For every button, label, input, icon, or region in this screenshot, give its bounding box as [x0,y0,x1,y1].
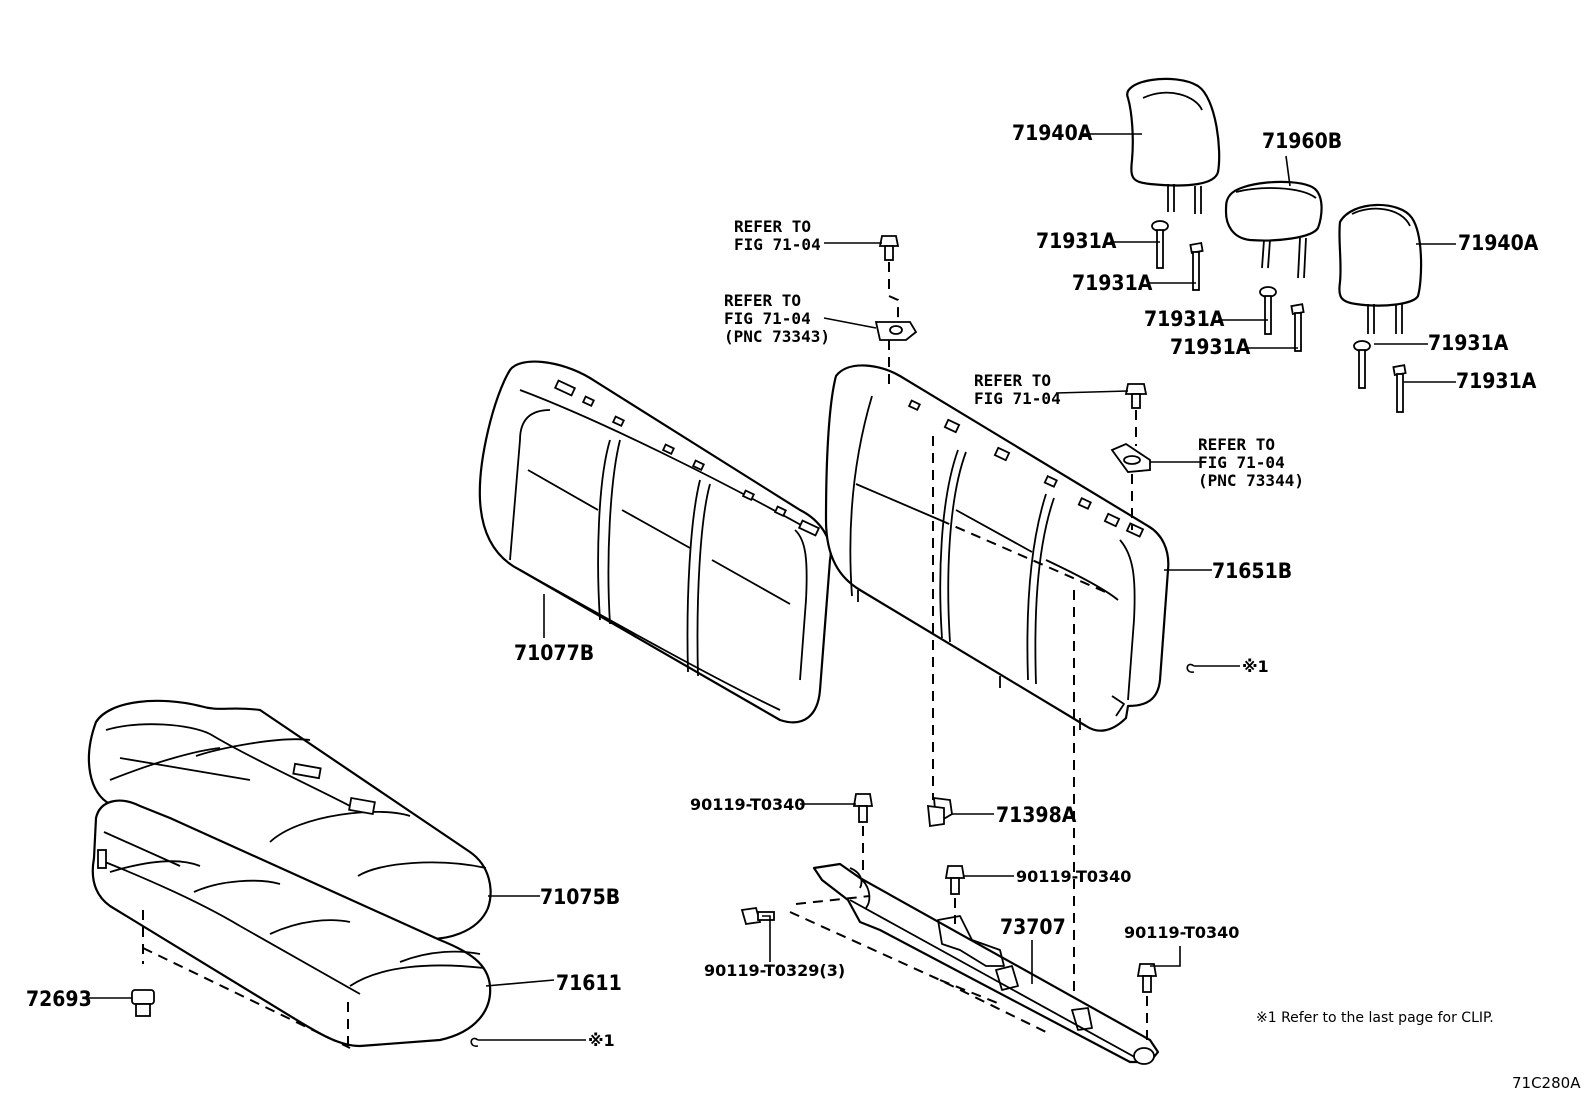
headrest-support-5 [1353,340,1371,389]
label-cushion-cover: 71075B [540,885,620,909]
ref2-line1: REFER TO [724,291,801,310]
cushion-cover [87,699,492,940]
label-headrest-center: 71960B [1262,129,1342,153]
label-support-6: 71931A [1456,369,1537,393]
ref1-line1: REFER TO [734,217,811,236]
headrest-left [1126,77,1221,214]
headrest-right [1338,203,1423,334]
label-hinge: 73707 [1000,915,1066,939]
label-headrest-left: 71940A [1012,121,1093,145]
bolt-90119-a [852,793,874,823]
clip-72693 [131,989,155,1017]
ref2-line2: FIG 71-04 [724,309,811,328]
label-seatback-cover: 71077B [514,641,594,665]
ref1-line2: FIG 71-04 [734,235,821,254]
bolt-ref-mid [1124,383,1148,409]
footnote: ※1 Refer to the last page for CLIP. [1256,1010,1494,1026]
label-bolt-a: 90119-T0340 [690,795,805,814]
label-clip-mark-2: ※1 [588,1031,615,1050]
label-support-5: 71931A [1428,331,1509,355]
label-seatback-frame: 71651B [1212,559,1292,583]
ref4-line1: REFER TO [1198,435,1275,454]
ref3-line2: FIG 71-04 [974,389,1061,408]
label-support-4: 71931A [1170,335,1251,359]
belt-guide-73343 [874,321,918,341]
headrest-support-1 [1151,220,1169,269]
clip-71398A [926,796,953,828]
ref4-line3: (PNC 73344) [1198,471,1304,490]
seatback-cover [478,360,832,724]
label-clip-71398A: 71398A [996,803,1077,827]
label-bolt-d: 90119-T0329(3) [704,961,845,980]
belt-guide-73344 [1110,442,1151,473]
bolt-ref-top [878,235,900,261]
label-support-1: 71931A [1036,229,1117,253]
headrest-support-4 [1290,303,1305,352]
bolt-90119-b [944,865,966,895]
label-support-3: 71931A [1144,307,1225,331]
bolt-90119-c [1136,963,1158,993]
label-support-2: 71931A [1072,271,1153,295]
headrest-center [1224,180,1323,279]
hinge-73707 [812,862,1160,1065]
headrest-support-2 [1189,241,1204,291]
label-clip-72693: 72693 [26,987,92,1011]
headrest-support-6 [1392,364,1407,413]
label-bolt-c: 90119-T0340 [1124,923,1239,942]
figure-code: 71C280A [1512,1074,1581,1092]
label-headrest-right: 71940A [1458,231,1539,255]
ref2-line3: (PNC 73343) [724,327,830,346]
label-clip-mark-1: ※1 [1242,657,1269,676]
ref4-line2: FIG 71-04 [1198,453,1285,472]
cushion-pad [91,799,492,1048]
headrest-support-3 [1259,286,1277,335]
ref3-line1: REFER TO [974,371,1051,390]
label-cushion-pad: 71611 [556,971,622,995]
seatback-frame [824,364,1170,732]
label-bolt-b: 90119-T0340 [1016,867,1131,886]
